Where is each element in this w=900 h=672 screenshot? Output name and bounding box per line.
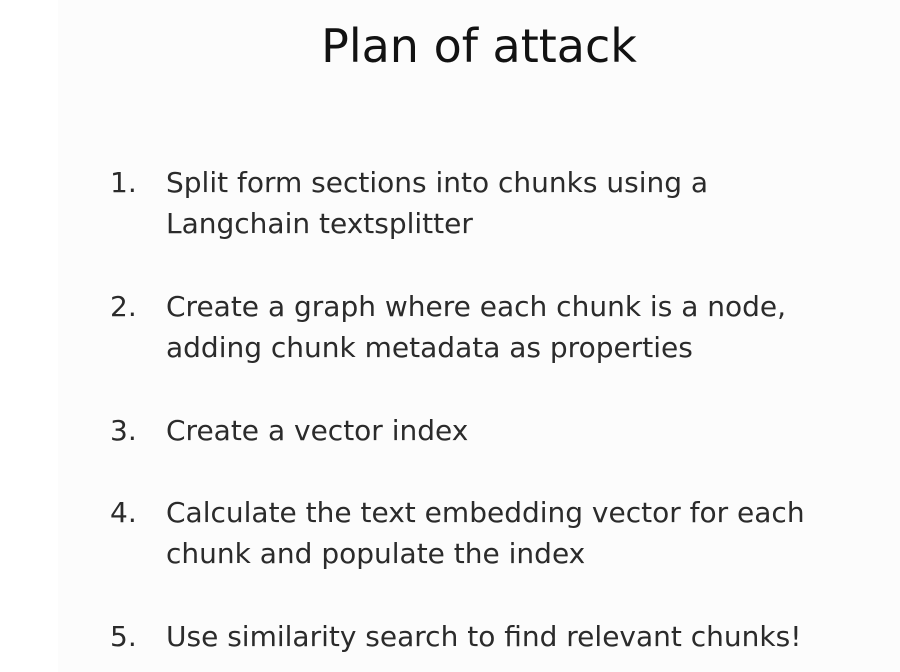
list-item-text: Create a vector index (166, 414, 469, 447)
list-item-text: Split form sections into chunks using a … (166, 166, 709, 240)
list-item-number: 5. (110, 620, 137, 653)
slide-title: Plan of attack (321, 19, 637, 73)
list-item-text: Use similarity search to find relevant c… (166, 620, 802, 653)
list-item-number: 2. (110, 290, 137, 323)
list-item-number: 3. (110, 414, 137, 447)
list-item-number: 4. (110, 496, 137, 529)
list-item-text: Calculate the text embedding vector for … (166, 496, 805, 570)
slide: Plan of attack 1. Split form sections in… (58, 0, 900, 672)
list-item-number: 1. (110, 166, 137, 199)
list-item-text: Create a graph where each chunk is a nod… (166, 290, 787, 364)
